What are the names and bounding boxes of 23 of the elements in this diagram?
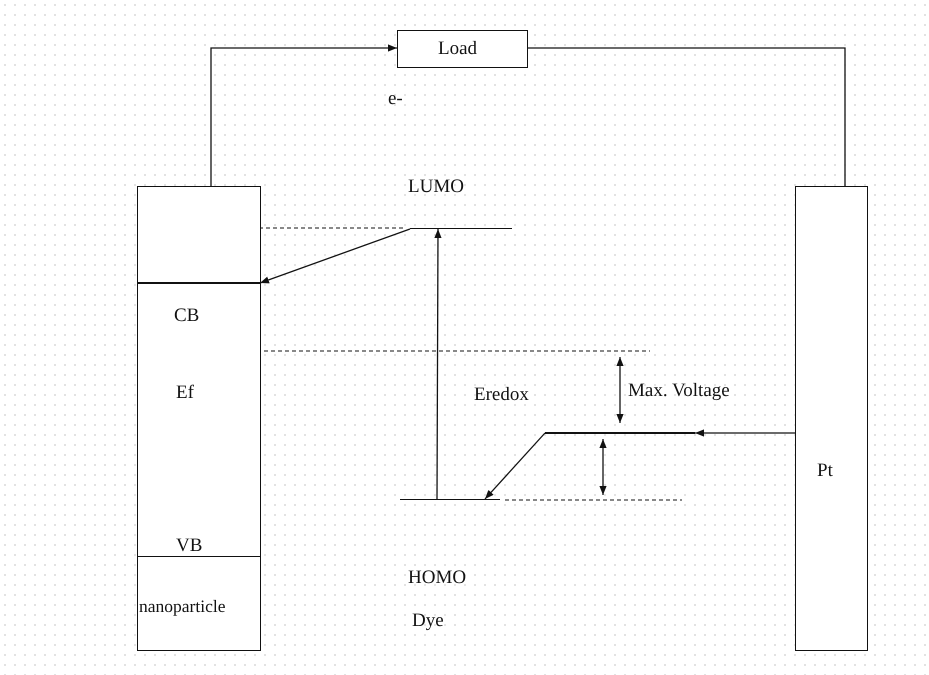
arrow xyxy=(260,228,410,284)
axis-label: Eredox xyxy=(474,384,529,406)
electrode-box xyxy=(137,186,261,651)
band-label: VB xyxy=(176,535,202,557)
arrow xyxy=(484,432,546,500)
edge-label: e- xyxy=(388,88,403,110)
arrow xyxy=(210,44,397,186)
energy-level-line xyxy=(545,432,695,434)
energy-level xyxy=(410,176,512,229)
electrode-label: Pt xyxy=(817,460,833,482)
level-label: HOMO xyxy=(408,567,466,589)
load-box xyxy=(397,30,528,68)
caption-label: Dye xyxy=(412,610,444,632)
region-label: nanoparticle xyxy=(139,595,226,617)
arrow xyxy=(434,229,442,499)
band-label: Ef xyxy=(176,382,194,404)
level-label: LUMO xyxy=(408,176,464,198)
box-label: Load xyxy=(438,38,478,60)
electrode-box xyxy=(795,186,868,651)
axis-label: Max. Voltage xyxy=(628,380,730,402)
energy-level-line xyxy=(138,282,260,284)
band-label: CB xyxy=(174,305,200,327)
arrow xyxy=(695,429,795,437)
